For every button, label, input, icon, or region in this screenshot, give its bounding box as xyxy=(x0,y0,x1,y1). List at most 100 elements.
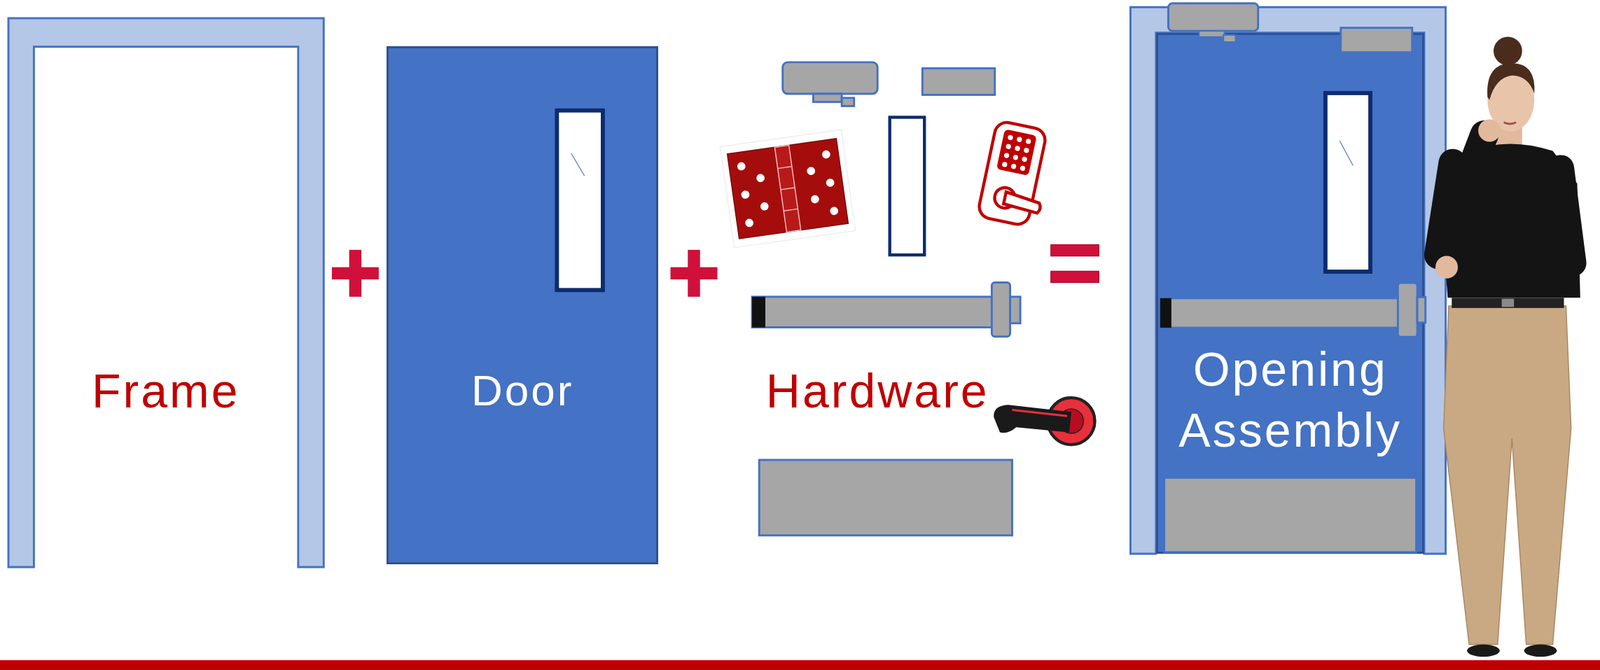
illustration-part xyxy=(991,282,1010,337)
illustration-part xyxy=(1019,165,1026,172)
illustration-part xyxy=(1025,138,1032,145)
illustration-part xyxy=(1457,168,1574,267)
illustration-part xyxy=(1493,36,1523,66)
illustration-part xyxy=(745,218,755,228)
bottom-bar xyxy=(0,660,1600,670)
illustration-part xyxy=(1051,270,1099,283)
illustration-part xyxy=(1005,143,1012,150)
plus-sign xyxy=(331,249,379,297)
label-holder: Hardware xyxy=(766,360,990,422)
illustration-part xyxy=(780,187,795,190)
illustration-part xyxy=(759,201,769,211)
illustration-part xyxy=(829,206,839,216)
illustration-part xyxy=(1001,161,1008,169)
illustration-part xyxy=(782,62,878,94)
door-panel: Door xyxy=(386,46,659,565)
vision-window xyxy=(557,109,604,290)
top-plate xyxy=(922,68,995,96)
illustration-part xyxy=(841,98,854,107)
illustration-part xyxy=(736,161,746,171)
illustration-part xyxy=(719,129,855,248)
illustration-part xyxy=(996,128,1038,176)
assembly-door: Opening Assembly xyxy=(1156,32,1425,555)
illustration-part xyxy=(1007,134,1014,141)
illustration-part xyxy=(349,249,362,297)
door-closer xyxy=(1168,2,1259,31)
illustration-part xyxy=(1023,147,1031,154)
door-details xyxy=(386,46,659,565)
vision-window xyxy=(1325,93,1371,272)
closer-arm xyxy=(1223,35,1236,43)
illustration-part xyxy=(752,296,998,328)
illustration-part xyxy=(1011,410,1068,417)
illustration-part xyxy=(1003,152,1010,159)
glass-glint xyxy=(571,153,585,176)
hinge xyxy=(719,129,855,248)
panic-bar-knob xyxy=(1417,296,1426,323)
node-label: Opening Assembly xyxy=(1158,338,1423,461)
kick-plate xyxy=(1164,477,1417,552)
panic-bar xyxy=(1160,298,1406,328)
illustration-part xyxy=(777,166,792,169)
illustration-part xyxy=(1010,296,1021,324)
illustration-part xyxy=(1438,134,1485,255)
equals-sign xyxy=(1051,245,1099,283)
illustration-part xyxy=(993,404,1072,433)
illustration-part xyxy=(1051,245,1099,257)
lever-handle xyxy=(993,397,1095,445)
illustration-part xyxy=(1443,305,1572,645)
frame-shape xyxy=(8,18,324,568)
illustration-part xyxy=(736,149,839,228)
illustration-part xyxy=(976,120,1047,227)
illustration-part xyxy=(1466,644,1500,657)
illustration-part xyxy=(783,208,798,211)
illustration-part xyxy=(1435,256,1458,279)
illustration-part xyxy=(1014,145,1021,152)
illustration-part xyxy=(1524,644,1558,657)
glass-glint xyxy=(1339,140,1353,166)
node-label: Frame xyxy=(8,360,324,422)
vision-window xyxy=(889,117,925,256)
panic-bar-cap xyxy=(1160,298,1172,328)
illustration-part xyxy=(806,166,816,176)
illustration-part xyxy=(740,189,750,199)
door-details xyxy=(1156,32,1425,555)
illustration-part xyxy=(1478,119,1501,142)
keypad-lock xyxy=(976,120,1056,229)
kick-plate xyxy=(759,460,1012,536)
illustration-part xyxy=(774,144,801,232)
illustration-part xyxy=(1487,63,1535,100)
illustration-part xyxy=(1501,298,1514,308)
node-label: Door xyxy=(388,362,657,419)
illustration-part xyxy=(1010,163,1017,170)
frame-outline: Frame xyxy=(8,18,324,568)
illustration-part xyxy=(756,173,766,183)
door-closer xyxy=(782,62,878,107)
illustration-part xyxy=(1001,134,1031,172)
illustration-part xyxy=(1451,297,1564,309)
illustration-part xyxy=(810,194,820,204)
panic-bar-end xyxy=(1397,282,1418,337)
illustration-part xyxy=(687,249,700,297)
panic-bar xyxy=(752,282,1021,337)
illustration-part xyxy=(1016,136,1023,143)
woman-figure xyxy=(1435,36,1581,657)
illustration-part xyxy=(1504,122,1516,124)
closer-arm xyxy=(1198,30,1224,38)
illustration-part xyxy=(1021,156,1028,163)
assembly-frame xyxy=(1130,7,1446,554)
illustration-part xyxy=(821,149,831,159)
illustration-part xyxy=(752,296,766,328)
illustration-part xyxy=(1012,154,1019,162)
illustration-part xyxy=(727,138,849,239)
group-label: Hardware xyxy=(766,364,990,418)
illustration-part xyxy=(812,93,842,103)
illustration-part xyxy=(825,177,835,187)
top-plate xyxy=(1340,27,1413,52)
plus-sign xyxy=(670,249,718,297)
frame-outline xyxy=(8,18,324,568)
illustration-part xyxy=(1003,191,1043,214)
